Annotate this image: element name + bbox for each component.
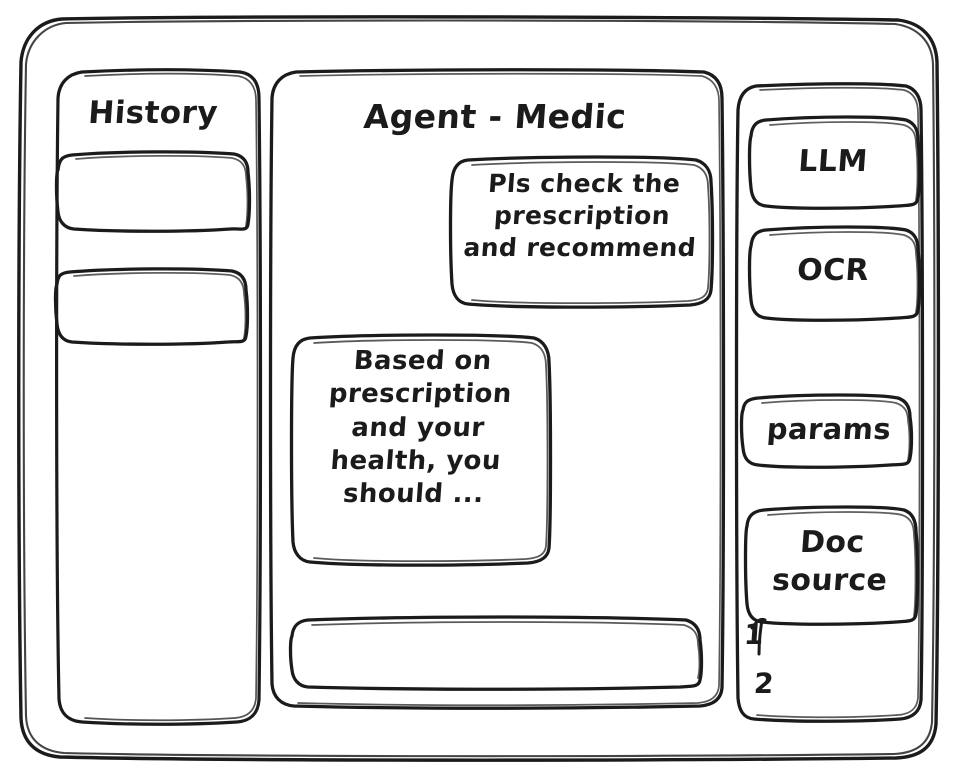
tool-doc-source-outline[interactable] — [743, 505, 920, 656]
history-item-1-outline[interactable] — [54, 150, 252, 233]
message-bubble-user-outline — [448, 155, 715, 309]
message-bubble-user-text: Pls check the prescription and recommend — [462, 169, 698, 262]
app-window-frame — [17, 15, 941, 762]
message-bubble-assistant-text: Based on prescription and your health, y… — [327, 346, 513, 510]
doc-source-list-item-2[interactable]: 2 — [752, 667, 776, 700]
tool-llm-outline[interactable] — [747, 115, 922, 210]
history-panel-title: History — [87, 95, 220, 131]
tools-panel-outline — [734, 82, 925, 723]
doc-source-list-item-1[interactable]: 1 — [742, 618, 766, 651]
tool-ocr-label[interactable]: OCR — [795, 253, 871, 288]
page-title: Agent - Medic — [362, 97, 628, 136]
tool-params-label[interactable]: params — [765, 412, 893, 446]
history-panel-outline — [55, 68, 263, 726]
tool-doc-source-label[interactable]: Doc source — [770, 525, 889, 599]
composer-input-outline[interactable] — [288, 615, 704, 691]
message-bubble-assistant-outline — [289, 333, 553, 567]
tool-llm-label[interactable]: LLM — [797, 144, 869, 179]
tool-params-outline[interactable] — [739, 393, 914, 469]
history-item-2-outline[interactable] — [53, 267, 250, 346]
tool-ocr-outline[interactable] — [747, 225, 922, 322]
agent-panel-outline — [268, 68, 726, 710]
